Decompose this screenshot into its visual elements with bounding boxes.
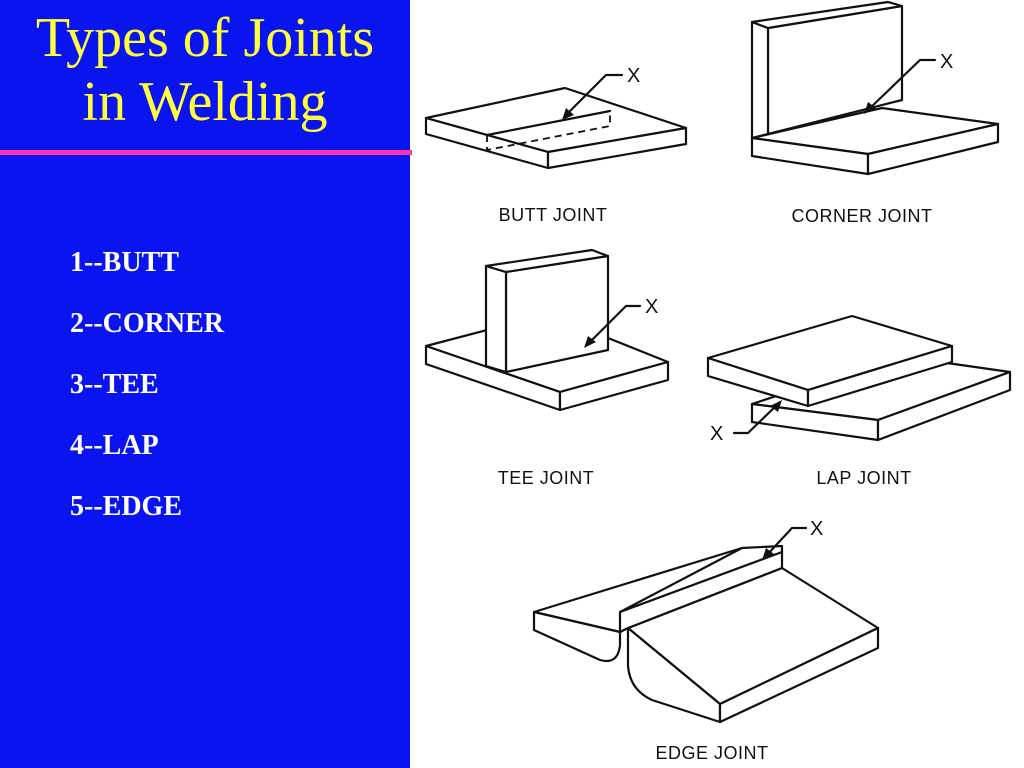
edge-joint-drawing: X EDGE JOINT (532, 518, 880, 763)
corner-weld-marker: X (940, 51, 953, 73)
corner-joint-caption: CORNER JOINT (792, 206, 933, 226)
title-divider (0, 150, 412, 155)
joint-type-list: 1--BUTT 2--CORNER 3--TEE 4--LAP 5--EDGE (70, 247, 224, 552)
list-item-corner: 2--CORNER (70, 308, 224, 339)
lap-joint-caption: LAP JOINT (816, 468, 911, 488)
butt-joint-caption: BUTT JOINT (499, 205, 608, 225)
butt-weld-marker: X (627, 65, 640, 87)
welding-joints-diagram: X BUTT JOINT X CORNER JOINT X TEE JOINT (424, 0, 1012, 763)
tee-joint-caption: TEE JOINT (498, 468, 595, 488)
slide-title: Types of Joints in Welding (0, 6, 410, 134)
list-item-tee: 3--TEE (70, 369, 159, 400)
tee-weld-marker: X (645, 296, 658, 318)
corner-joint-drawing: X CORNER JOINT (750, 0, 1000, 226)
tee-joint-drawing: X TEE JOINT (424, 248, 670, 488)
list-item-butt: 1--BUTT (70, 247, 179, 278)
title-line-1: Types of Joints (35, 7, 375, 69)
butt-joint-drawing: X BUTT JOINT (424, 65, 688, 225)
edge-weld-marker: X (810, 518, 823, 540)
list-item-lap: 4--LAP (70, 430, 159, 461)
title-line-2: in Welding (82, 71, 328, 133)
lap-joint-drawing: X LAP JOINT (706, 314, 1012, 488)
title-panel: Types of Joints in Welding 1--BUTT 2--CO… (0, 0, 412, 768)
lap-weld-marker: X (710, 423, 723, 445)
list-item-edge: 5--EDGE (70, 491, 182, 522)
edge-joint-caption: EDGE JOINT (655, 743, 768, 763)
